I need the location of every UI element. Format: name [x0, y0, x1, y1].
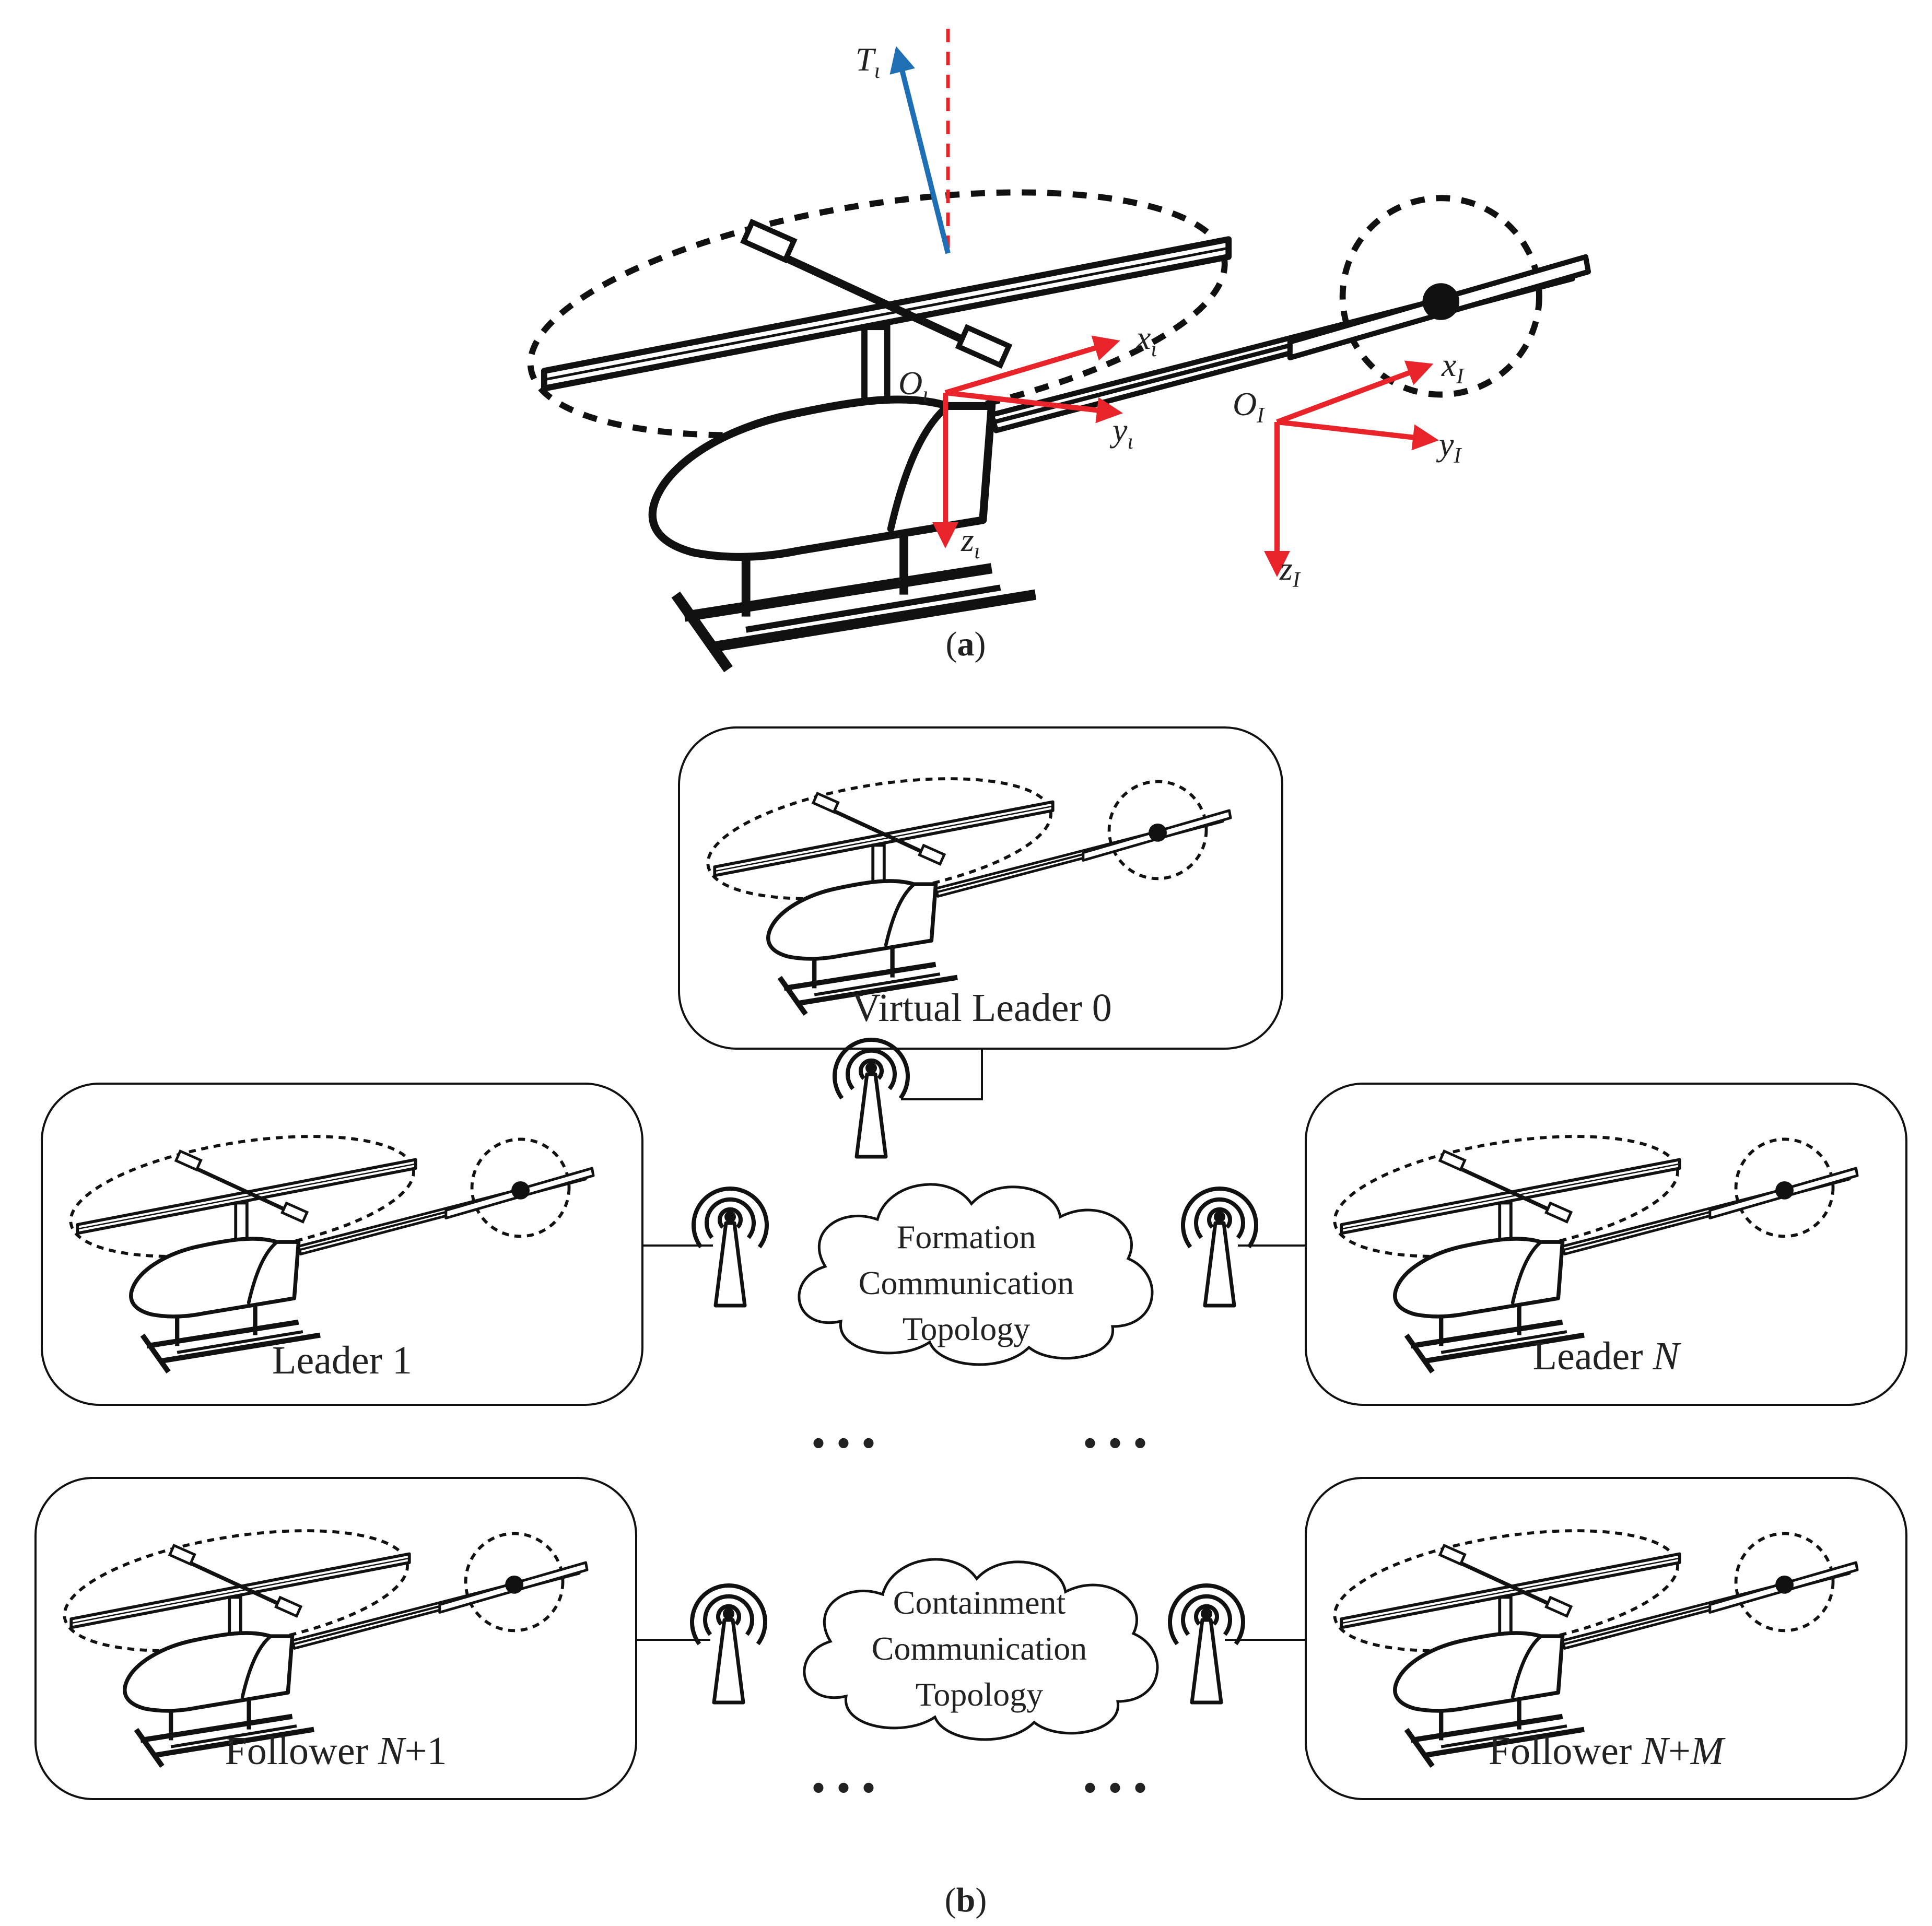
formation-topology-cloud: Formation Communication Topology [799, 1184, 1152, 1365]
formation-cloud-line-2: Communication [859, 1264, 1074, 1301]
body-origin-label: Oι [898, 365, 929, 407]
leader-1-node: Leader 1 [41, 1083, 643, 1406]
body-x-label: xι [1135, 319, 1157, 361]
inertial-frame-axes [1264, 360, 1439, 577]
body-y-label: yι [1109, 412, 1133, 454]
follower-n1-node: Follower N+1 [34, 1477, 637, 1800]
antenna-icon-leader-n [1183, 1189, 1256, 1306]
follower-nm-label: Follower N+M [1489, 1729, 1726, 1773]
follower-n1-label: Follower N+1 [225, 1729, 447, 1773]
thrust-vector-arrow [889, 46, 951, 254]
body-x-axis [944, 335, 1120, 395]
formation-cloud-line-3: Topology [903, 1310, 1030, 1347]
containment-topology-cloud: Containment Communication Topology [804, 1559, 1157, 1740]
antenna-icon-leader-1 [694, 1189, 767, 1306]
containment-cloud-line-2: Communication [872, 1630, 1087, 1667]
leader-n-label: Leader N [1533, 1334, 1682, 1378]
leader-n-node: Leader N [1305, 1083, 1907, 1406]
formation-cloud-line-1: Formation [897, 1218, 1036, 1255]
inertial-y-axis [1277, 419, 1439, 451]
body-frame-axes [932, 335, 1123, 548]
thrust-label: Tι [856, 41, 880, 83]
inertial-origin-label: OI [1233, 385, 1265, 428]
ellipsis-leaders-right: • • • [1083, 1420, 1148, 1466]
containment-cloud-line-3: Topology [916, 1676, 1043, 1713]
antenna-icon-virtual-leader [835, 1040, 908, 1157]
containment-cloud-line-1: Containment [893, 1584, 1066, 1621]
virtual-leader-label: Virtual Leader 0 [852, 986, 1112, 1030]
virtual-leader-node: Virtual Leader 0 [678, 726, 1283, 1050]
body-y-axis [945, 390, 1123, 424]
follower-nm-node: Follower N+M [1305, 1477, 1907, 1800]
ellipsis-leaders-left: • • • [811, 1420, 876, 1466]
connector-lines [636, 1049, 1306, 1641]
panel-b: Virtual Leader 0 Leader 1 Leader N Follo… [34, 726, 1907, 1919]
inertial-y-label: yI [1436, 426, 1462, 468]
ellipsis-followers-left: • • • [811, 1765, 876, 1811]
inertial-x-label: xI [1441, 346, 1465, 389]
antenna-icon-follower-nm [1170, 1586, 1243, 1702]
panel-a-caption: (a) [946, 625, 986, 663]
panel-a: Tι Oι xι yι zι OI xI yI zI (a) [514, 29, 1588, 669]
panel-b-caption: (b) [945, 1881, 987, 1919]
inertial-x-axis [1276, 360, 1434, 425]
body-z-label: zι [961, 521, 980, 563]
inertial-z-label: zI [1279, 550, 1301, 592]
antenna-icon-follower-n1 [692, 1586, 765, 1702]
leader-1-label: Leader 1 [272, 1338, 412, 1382]
ellipsis-followers-right: • • • [1083, 1765, 1148, 1811]
helicopter-model-a [514, 150, 1588, 669]
